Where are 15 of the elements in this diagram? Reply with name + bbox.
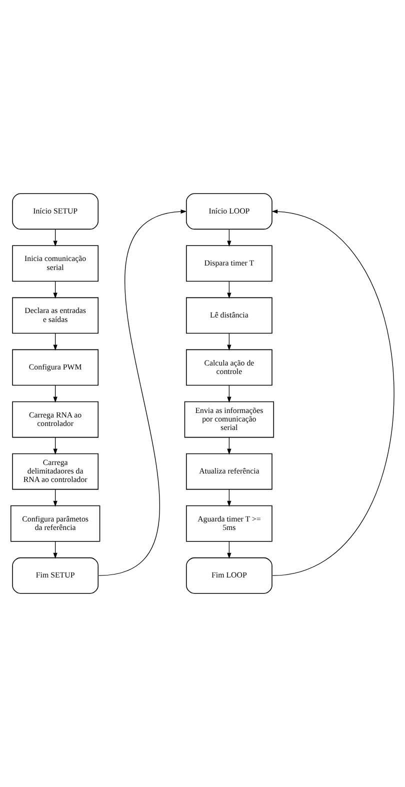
arrow bbox=[227, 228, 232, 247]
arrow bbox=[53, 280, 58, 299]
arrow bbox=[227, 280, 232, 299]
arrow bbox=[53, 332, 58, 351]
arrow bbox=[227, 489, 232, 507]
arrow bbox=[53, 541, 58, 559]
arrow bbox=[53, 437, 58, 455]
arrow bbox=[53, 384, 58, 403]
arrow bbox=[227, 384, 232, 403]
arrow bbox=[53, 228, 58, 247]
arrow bbox=[53, 489, 58, 507]
arrow bbox=[272, 209, 394, 576]
arrow bbox=[227, 332, 232, 351]
arrow bbox=[227, 437, 232, 455]
arrow bbox=[227, 541, 232, 559]
